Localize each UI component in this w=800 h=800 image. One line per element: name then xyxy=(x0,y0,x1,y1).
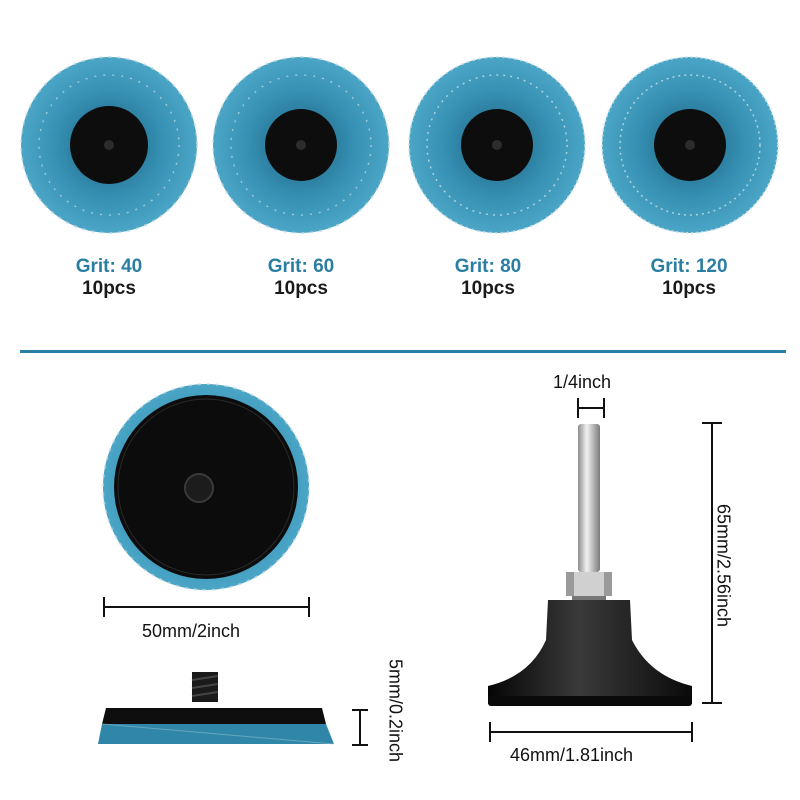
holder-height-dimension xyxy=(702,422,722,704)
disc-thickness-label: 5mm/0.2inch xyxy=(385,658,406,763)
disc-back-view xyxy=(102,383,310,591)
grit-text: Grit: 120 xyxy=(650,256,728,277)
holder-height-label: 65mm/2.56inch xyxy=(713,503,734,628)
product-label-4: Grit: 120 10pcs xyxy=(599,256,779,300)
shank-diameter-label: 1/4inch xyxy=(553,372,612,392)
mandrel-holder xyxy=(488,424,692,706)
shank-width-dimension xyxy=(577,398,605,418)
product-label-2: Grit: 60 10pcs xyxy=(211,256,391,300)
quantity-text: 10pcs xyxy=(274,278,328,299)
disc-side-view xyxy=(98,672,335,745)
product-label-3: Grit: 80 10pcs xyxy=(398,256,578,300)
holder-base-dimension xyxy=(489,722,693,742)
section-divider xyxy=(20,350,786,353)
quantity-text: 10pcs xyxy=(82,278,136,299)
grit-text: Grit: 60 xyxy=(267,256,335,277)
holder-base-label: 46mm/1.81inch xyxy=(510,745,634,765)
grit-text: Grit: 80 xyxy=(454,256,522,277)
disc-grit-40 xyxy=(20,56,198,234)
disc-grit-120 xyxy=(601,56,779,234)
grit-text: Grit: 40 xyxy=(75,256,143,277)
disc-grit-80 xyxy=(408,56,586,234)
quantity-text: 10pcs xyxy=(461,278,515,299)
disc-grit-60 xyxy=(212,56,390,234)
disc-thickness-dimension xyxy=(352,709,368,746)
product-label-1: Grit: 40 10pcs xyxy=(19,256,199,300)
disc-diameter-label: 50mm/2inch xyxy=(142,621,241,641)
quantity-text: 10pcs xyxy=(662,278,716,299)
disc-diameter-dimension xyxy=(103,597,310,617)
